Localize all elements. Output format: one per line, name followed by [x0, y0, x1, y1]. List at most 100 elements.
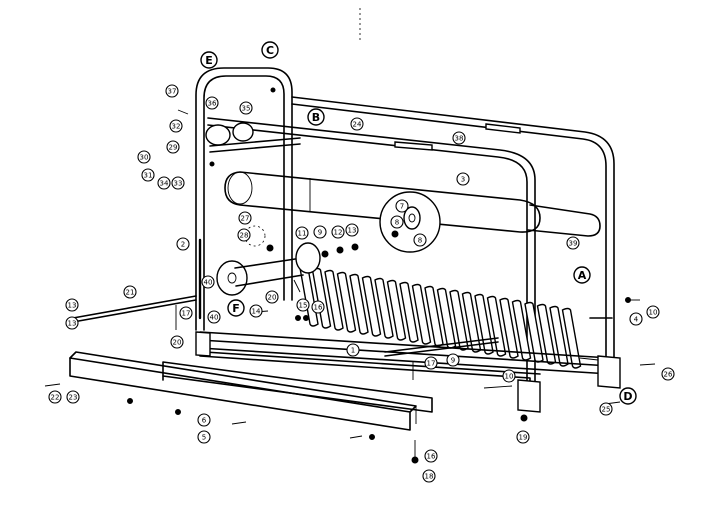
frame-top-rail-inner [291, 103, 607, 361]
callout-label: C [266, 44, 274, 57]
callout-ring [390, 215, 404, 229]
tie-rod-21-inner [72, 299, 197, 323]
callout-label: 21 [126, 289, 135, 297]
callout-ring [599, 402, 613, 416]
callout-label: 26 [664, 371, 673, 379]
base-rail-inner [204, 351, 541, 375]
roller [499, 297, 519, 359]
callout-ring [313, 225, 327, 239]
washer [321, 250, 329, 258]
beam-lower-top [69, 351, 417, 413]
wheel-left-hub [227, 272, 237, 284]
roller [561, 307, 582, 369]
callout-letter-f: F [227, 299, 245, 317]
callout-letter-c: C [261, 41, 279, 59]
callout-label: 7 [400, 203, 404, 211]
callout-ring [205, 96, 219, 110]
frame-bolt [270, 87, 276, 93]
beam-upper [162, 361, 433, 413]
callout-number-24: 24 [350, 117, 364, 131]
callout-label: 31 [144, 172, 153, 180]
callout-ring [179, 306, 193, 320]
callout-number-40: 40 [201, 275, 215, 289]
callout-label: 15 [299, 302, 308, 310]
handle-grip [485, 123, 521, 134]
callout-number-11: 11 [295, 226, 309, 240]
long-cylinder [224, 171, 601, 237]
callout-number-16: 16 [311, 300, 325, 314]
callout-label: 13 [68, 302, 77, 310]
callout-number-21: 21 [123, 285, 137, 299]
callout-number-34: 34 [157, 176, 171, 190]
callout-number-16: 16 [424, 449, 438, 463]
callout-number-35: 35 [239, 101, 253, 115]
callout-letter-e: E [200, 51, 218, 69]
callout-label: 35 [242, 105, 251, 113]
callout-number-39: 39 [566, 236, 580, 250]
roller [386, 279, 407, 341]
tie-rod-21 [72, 295, 197, 319]
callout-label: 32 [172, 123, 181, 131]
callout-ring [48, 390, 62, 404]
handle-clip [394, 141, 433, 151]
bracket-pin [483, 385, 513, 389]
side-rods [72, 238, 613, 357]
callout-ring [295, 226, 309, 240]
callout-number-7: 7 [395, 199, 409, 213]
callout-label: 25 [602, 406, 611, 414]
callout-number-20: 20 [170, 335, 184, 349]
beam-lower [69, 357, 411, 431]
bolt-shaft [177, 109, 189, 115]
callout-ring [446, 353, 460, 367]
callout-label: 16 [314, 304, 323, 312]
callout-ring [141, 168, 155, 182]
roller [361, 275, 382, 337]
callout-label: F [232, 302, 240, 315]
callout-label: 6 [202, 417, 207, 425]
roller [399, 281, 419, 343]
callout-number-8: 8 [390, 215, 404, 229]
callout-number-3: 3 [456, 172, 470, 186]
callout-number-14: 14 [249, 304, 263, 318]
callout-label: 24 [353, 121, 362, 129]
callout-ring [661, 367, 675, 381]
rod-9 [384, 337, 499, 353]
callout-ring [395, 199, 409, 213]
callout-ring [123, 285, 137, 299]
callout-ring [237, 228, 251, 242]
callout-number-38: 38 [452, 131, 466, 145]
callout-number-31: 31 [141, 168, 155, 182]
callout-ring [350, 117, 364, 131]
callout-number-12: 12 [331, 225, 345, 239]
callout-ring [331, 225, 345, 239]
detail-bearing-core [408, 213, 416, 223]
front-beam [44, 351, 433, 440]
callout-ring [201, 275, 215, 289]
callout-label: 3 [461, 176, 465, 184]
callout-label: 22 [51, 394, 60, 402]
callout-ring [566, 236, 580, 250]
callout-ring [171, 176, 185, 190]
callout-label: 36 [208, 100, 217, 108]
callout-label: 14 [252, 308, 261, 316]
callout-number-9: 9 [313, 225, 327, 239]
nut-18 [411, 456, 419, 464]
callout-number-17: 17 [424, 356, 438, 370]
callout-label: 9 [451, 357, 455, 365]
callout-ring [516, 430, 530, 444]
callout-label: 13 [68, 320, 77, 328]
hub-disc-rear [232, 122, 254, 142]
corner-bracket-rear [597, 355, 621, 389]
callout-number-30: 30 [137, 150, 151, 164]
roller [336, 271, 357, 333]
callout-number-15: 15 [296, 298, 310, 312]
callout-number-17: 17 [179, 306, 193, 320]
hub-disc-upper [205, 124, 231, 146]
roller [411, 283, 432, 345]
callout-ring [629, 312, 643, 326]
callout-label: B [312, 111, 320, 124]
corner-bracket-left [195, 331, 211, 357]
callout-label: 20 [173, 339, 182, 347]
callout-ring [239, 101, 253, 115]
base-frame [195, 331, 621, 413]
